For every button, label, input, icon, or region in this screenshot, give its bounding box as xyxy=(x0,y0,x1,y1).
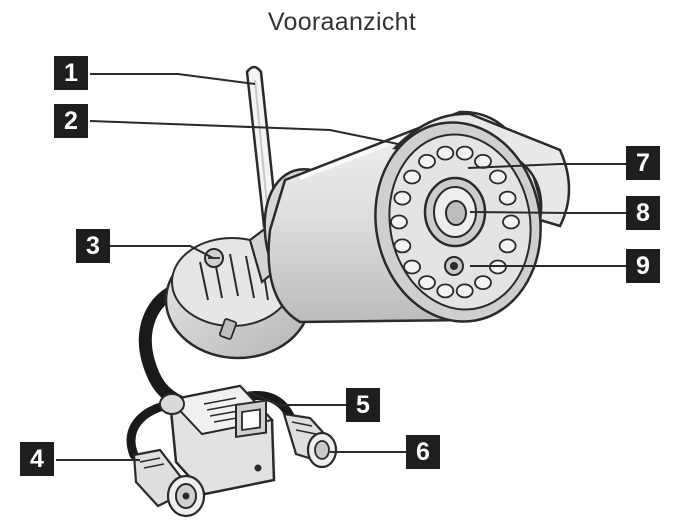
ir-led xyxy=(455,283,474,299)
main-cable xyxy=(138,281,187,409)
ir-led xyxy=(498,190,517,206)
cable-splitter xyxy=(159,384,276,496)
ir-led xyxy=(390,214,408,230)
ir-led xyxy=(403,259,422,275)
leader-line-7 xyxy=(467,163,626,169)
ir-led xyxy=(455,145,474,161)
leader-lines xyxy=(56,73,626,461)
callout-2: 2 xyxy=(54,104,88,138)
callout-8: 8 xyxy=(626,196,660,230)
diagram-title: Vooraanzicht xyxy=(267,8,417,36)
ir-led xyxy=(436,145,455,161)
ir-led xyxy=(418,275,436,291)
ir-led xyxy=(418,153,436,169)
lens xyxy=(423,176,487,248)
ir-led xyxy=(474,153,492,169)
ir-led xyxy=(393,238,412,254)
leader-line-2 xyxy=(89,120,399,145)
network-connector xyxy=(282,412,338,469)
power-connector xyxy=(132,448,206,518)
callout-1: 1 xyxy=(54,56,88,90)
light-sensor xyxy=(444,256,464,276)
callout-3: 3 xyxy=(76,229,110,263)
ir-led xyxy=(498,238,517,254)
ir-led xyxy=(488,169,507,185)
ir-led xyxy=(393,190,412,206)
leader-line-5 xyxy=(247,391,346,406)
leader-line-8 xyxy=(469,211,626,214)
ir-led-ring xyxy=(390,145,520,299)
ir-led xyxy=(474,275,492,291)
ir-led xyxy=(403,169,422,185)
callout-5: 5 xyxy=(346,388,380,422)
ir-led xyxy=(502,214,520,230)
leader-line-1 xyxy=(90,73,256,85)
callout-6: 6 xyxy=(406,435,440,469)
ir-led xyxy=(436,283,455,299)
callout-4: 4 xyxy=(20,442,54,476)
callout-9: 9 xyxy=(626,249,660,283)
leader-line-3 xyxy=(110,245,214,259)
callout-7: 7 xyxy=(626,146,660,180)
